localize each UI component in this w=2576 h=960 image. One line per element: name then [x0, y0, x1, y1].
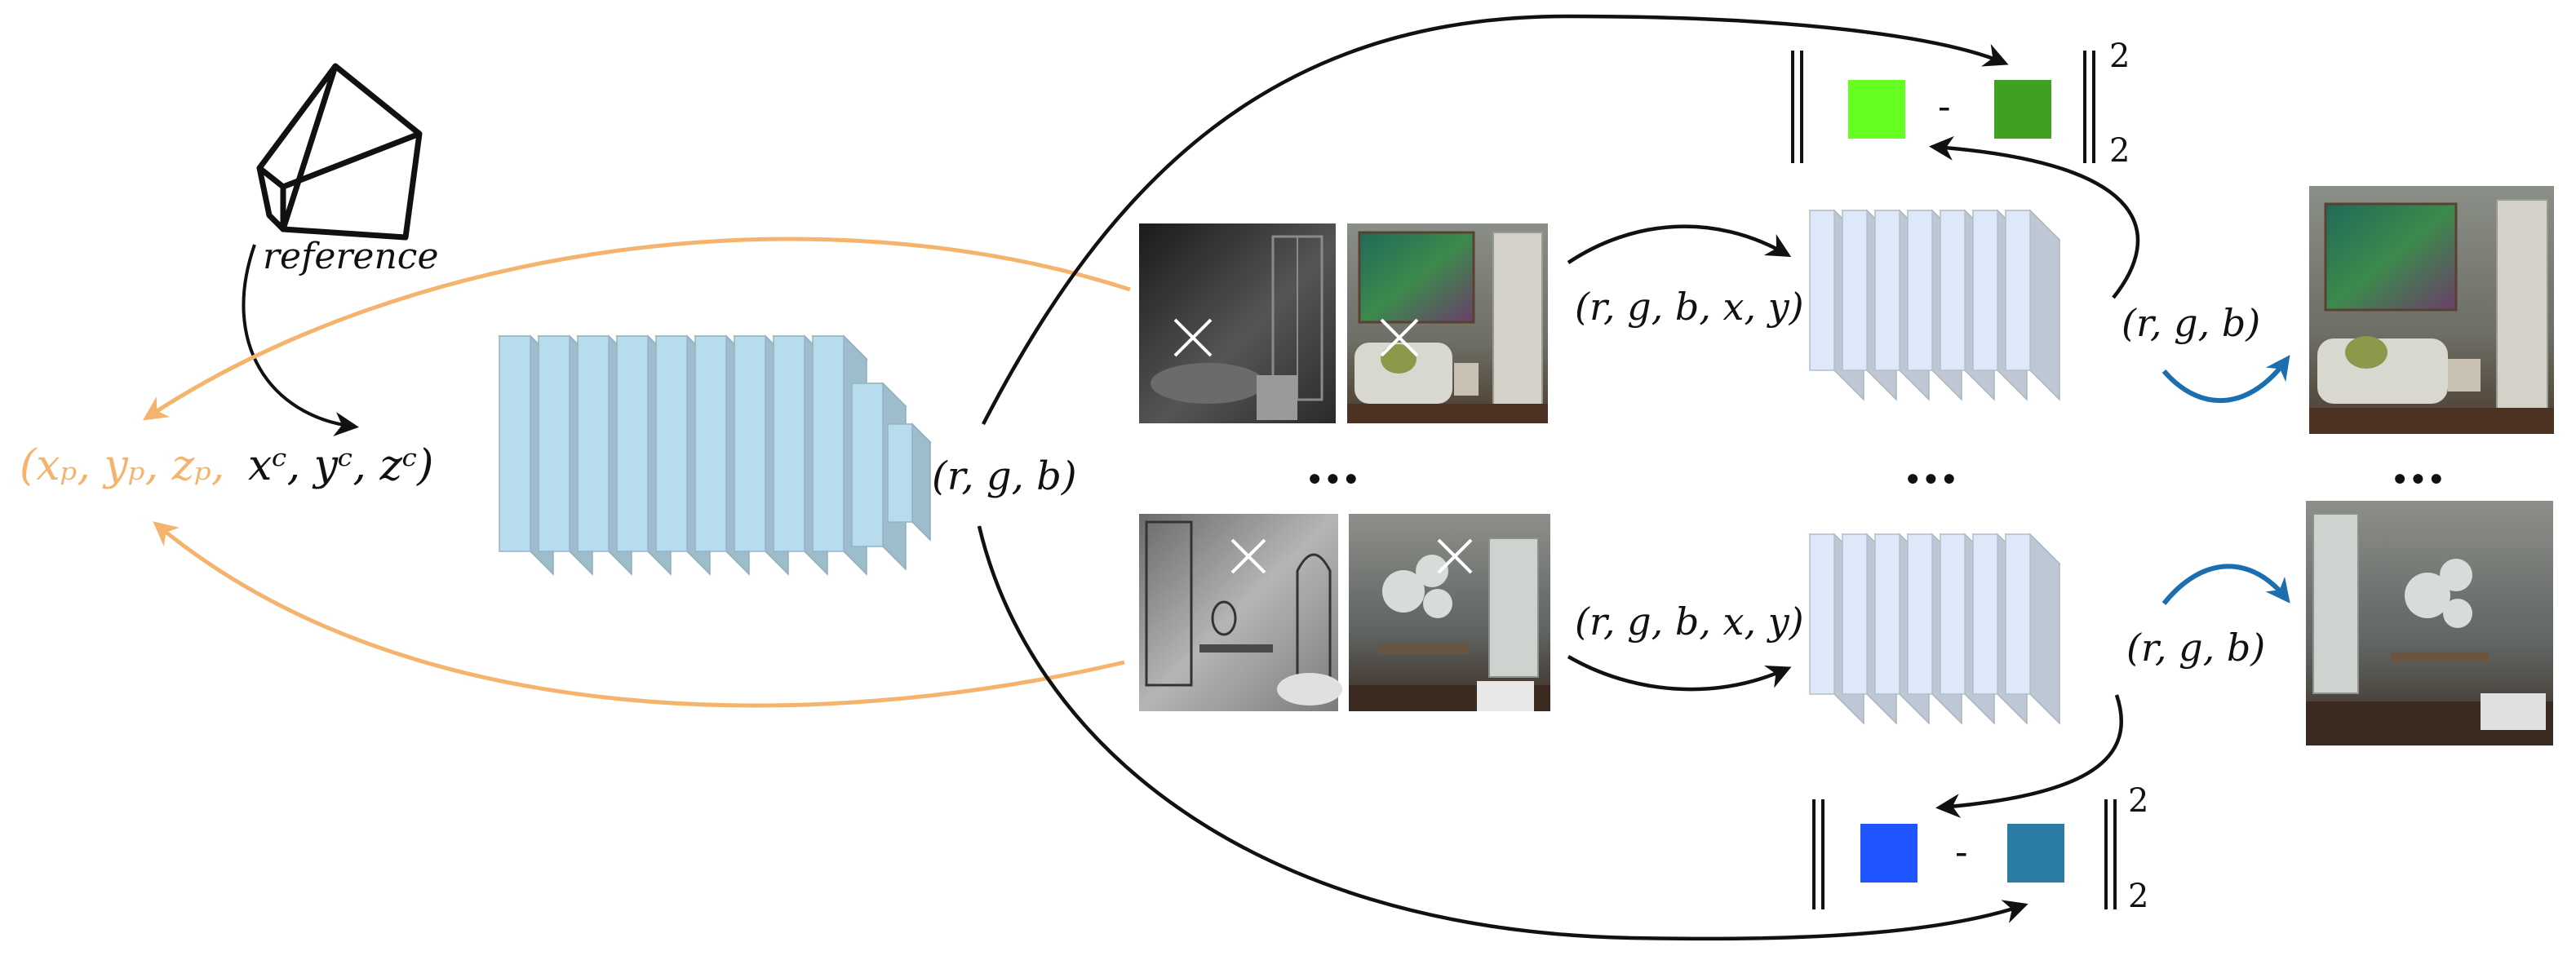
network-layer-face — [1809, 533, 1835, 695]
network-layer-face — [1842, 210, 1868, 371]
network-layer-face — [616, 335, 649, 552]
network-layer-face — [694, 335, 727, 552]
predicted-color-swatch — [1860, 824, 1918, 883]
network-layer-face — [499, 335, 531, 552]
pose-output-label: (xₚ, yₚ, zₚ, xᶜ, yᶜ, zᶜ) — [20, 441, 433, 490]
image-to-decoder-top-arrow — [1567, 224, 1792, 264]
network-layer-face — [1972, 210, 1998, 371]
ellipsis-renders: ... — [2391, 435, 2445, 496]
network-layer-face — [1809, 210, 1835, 371]
encoder-input-label: (r, g, b) — [932, 453, 1077, 499]
loss-sub-bottom: 2 — [2128, 878, 2148, 915]
network-layer-face — [851, 383, 884, 547]
rgb-render-image-icon — [1347, 223, 1548, 423]
decoder-output-label-top: (r, g, b) — [2122, 301, 2260, 345]
predicted-color-swatch — [1848, 80, 1905, 139]
loss-minus-bottom: - — [1955, 829, 1968, 874]
loss-sup-bottom: 2 — [2128, 782, 2148, 820]
network-layer-face — [2029, 209, 2060, 401]
encoder-network-icon — [498, 334, 932, 576]
loss-sub-top: 2 — [2109, 132, 2130, 170]
depth-map-image-icon — [1139, 514, 1342, 711]
input-to-top-loss-arrow — [982, 14, 2009, 426]
network-layer-face — [655, 335, 688, 552]
target-color-swatch — [1994, 80, 2051, 139]
loss-term-top: - 2 2 — [1791, 38, 2130, 170]
network-layer-face — [2029, 533, 2060, 725]
network-layer-face — [2005, 210, 2031, 371]
camera-to-pose-arrow — [242, 244, 359, 436]
network-layer-face — [1874, 533, 1900, 695]
ellipsis-images: ... — [1306, 435, 1360, 496]
decoder-input-label-bottom: (r, g, b, x, y) — [1575, 599, 1804, 644]
network-layer-face — [538, 335, 570, 552]
network-layer-face — [887, 423, 913, 523]
input-to-bottom-loss-arrow — [977, 525, 2028, 941]
decoder-bottom-to-loss-arrow — [1935, 694, 2123, 818]
image-to-decoder-bottom-arrow — [1567, 655, 1792, 692]
network-layer-face — [1874, 210, 1900, 371]
decoder-network-icon — [1808, 209, 2061, 401]
network-layer-face — [1907, 533, 1933, 695]
rgb-render-image-icon — [1349, 514, 1550, 711]
network-layer-face — [1940, 533, 1966, 695]
render-arrow-top — [2161, 355, 2290, 404]
decoder-output-label-bottom: (r, g, b) — [2126, 626, 2265, 670]
pose-arrow-top — [142, 237, 1131, 421]
network-layer-face — [1940, 210, 1966, 371]
ellipsis-decoders: ... — [1904, 435, 1958, 496]
network-layer-face — [2005, 533, 2031, 695]
render-arrow-bottom — [2161, 564, 2290, 605]
network-layer-face — [812, 335, 845, 552]
pose-arrow-bottom — [153, 521, 1125, 708]
loss-term-bottom: - 2 2 — [1812, 782, 2148, 915]
network-layer-face — [773, 335, 805, 552]
camera-frustum-icon — [256, 63, 423, 241]
decoder-network-icon — [1808, 533, 2061, 725]
loss-sup-top: 2 — [2109, 38, 2130, 75]
decoder-input-label-top: (r, g, b, x, y) — [1575, 285, 1804, 329]
depth-map-image-icon — [1139, 223, 1336, 423]
camera-label: reference — [263, 236, 439, 277]
network-layer-face — [1972, 533, 1998, 695]
pose-orientation-part: xᶜ, yᶜ, zᶜ) — [248, 441, 434, 490]
rendered-view-image-icon — [2309, 186, 2554, 434]
rendered-view-image-icon — [2306, 501, 2553, 745]
network-layer-face — [734, 335, 766, 552]
network-layer-face — [577, 335, 610, 552]
network-layer-face — [1842, 533, 1868, 695]
network-layer-face — [1907, 210, 1933, 371]
pose-position-part: (xₚ, yₚ, zₚ, — [20, 441, 224, 490]
loss-minus-top: - — [1938, 84, 1951, 128]
target-color-swatch — [2007, 824, 2064, 883]
decoder-top-to-loss-arrow — [1929, 135, 2140, 299]
network-layer-face — [911, 422, 931, 542]
